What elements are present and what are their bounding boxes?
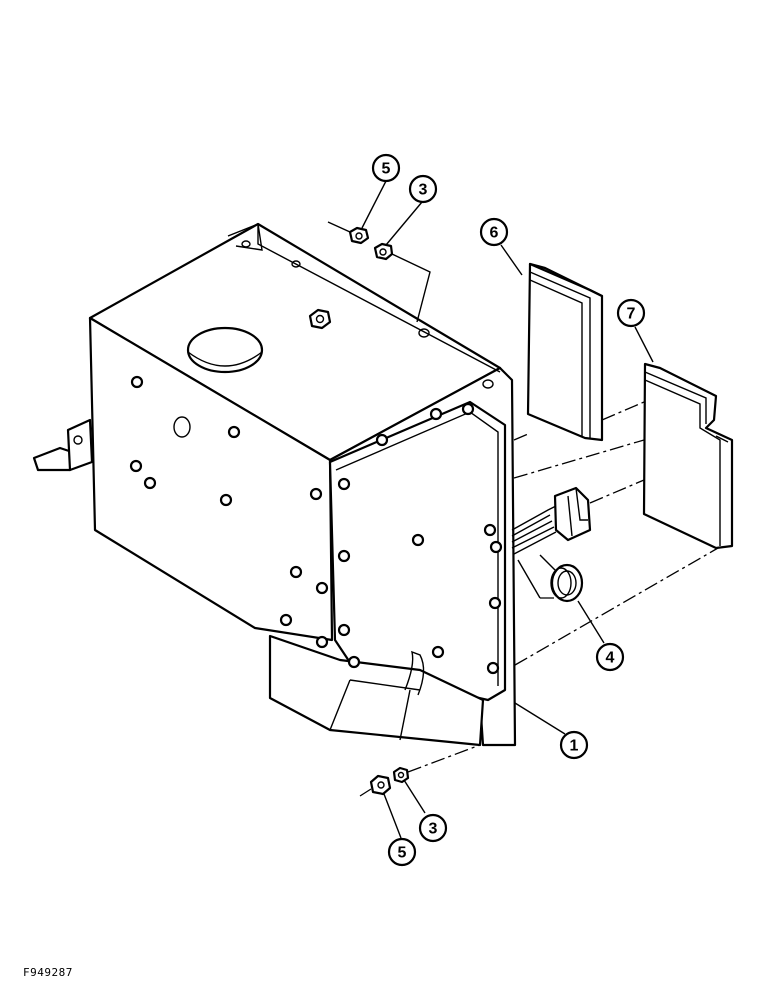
box-housing bbox=[88, 222, 517, 747]
callout-3-top: 3 bbox=[408, 174, 438, 204]
callout-6: 6 bbox=[479, 217, 509, 247]
leader-5-top bbox=[361, 180, 387, 229]
callout-4: 4 bbox=[595, 642, 625, 672]
leader-5-bottom bbox=[383, 793, 402, 839]
leader-7 bbox=[634, 326, 654, 363]
nut-5-bottom bbox=[369, 774, 392, 796]
callout-5-top: 5 bbox=[371, 153, 401, 183]
box-left-face bbox=[88, 316, 334, 642]
svg-text:5: 5 bbox=[382, 161, 391, 178]
callout-3-bottom: 3 bbox=[418, 813, 448, 843]
leader-4 bbox=[577, 600, 605, 644]
wire-connector bbox=[511, 486, 592, 555]
leader-lines bbox=[361, 180, 654, 839]
top-nut bbox=[308, 308, 332, 330]
left-face-bolts bbox=[129, 375, 329, 649]
svg-text:6: 6 bbox=[490, 225, 499, 242]
svg-text:7: 7 bbox=[627, 306, 636, 323]
washer-3-bottom bbox=[392, 766, 410, 784]
top-rim bbox=[227, 223, 263, 251]
front-cover-plate bbox=[328, 400, 507, 702]
side-latch bbox=[32, 418, 94, 472]
callout-1: 1 bbox=[559, 730, 589, 760]
callout-5-bottom: 5 bbox=[387, 837, 417, 867]
alignment-lines bbox=[513, 401, 719, 666]
nut-5-top bbox=[348, 226, 370, 245]
leader-3-top bbox=[385, 201, 423, 246]
panel-part-6 bbox=[526, 262, 604, 442]
filler-cap bbox=[186, 326, 264, 374]
svg-text:4: 4 bbox=[606, 650, 615, 667]
panel-part-7 bbox=[642, 362, 734, 550]
washer-3-top bbox=[373, 242, 394, 261]
top-fasteners bbox=[327, 221, 431, 323]
svg-text:1: 1 bbox=[570, 738, 579, 755]
svg-text:3: 3 bbox=[419, 182, 428, 199]
callout-7: 7 bbox=[616, 298, 646, 328]
leader-6 bbox=[500, 244, 523, 276]
leader-3-bottom bbox=[403, 779, 426, 814]
front-plate-bolts bbox=[337, 402, 503, 675]
svg-text:3: 3 bbox=[429, 821, 438, 838]
grommet-part-4 bbox=[550, 563, 584, 603]
bottom-fasteners bbox=[359, 744, 481, 797]
figure-id: F949287 bbox=[23, 966, 73, 979]
svg-text:5: 5 bbox=[398, 845, 407, 862]
leader-1 bbox=[514, 702, 566, 735]
side-hole bbox=[173, 416, 191, 438]
